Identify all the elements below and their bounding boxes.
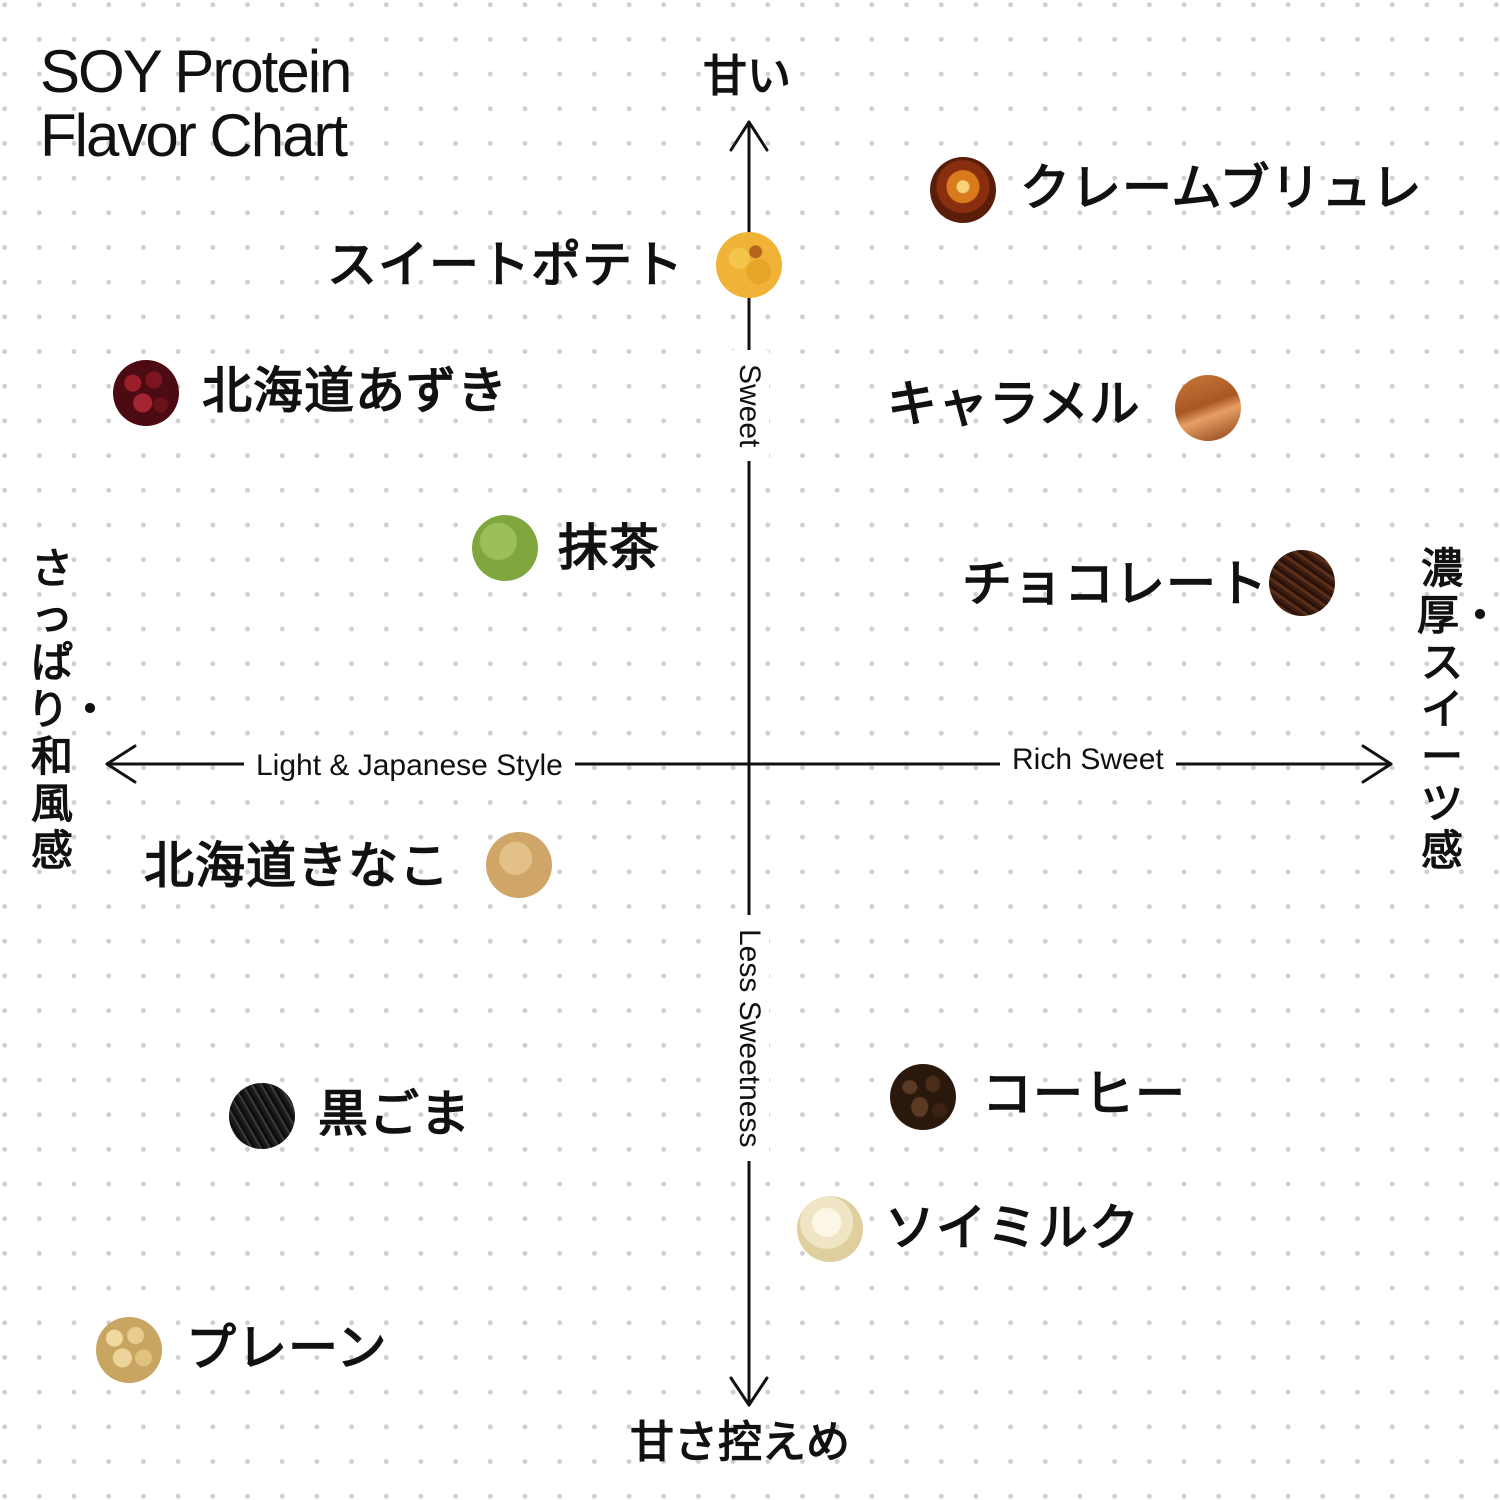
chart-title: SOY Protein Flavor Chart [40, 38, 352, 169]
axis-light-japanese-label: Light & Japanese Style [244, 746, 575, 786]
flavor-label-plain: プレーン [186, 1319, 388, 1377]
flavor-label-chocolate: チョコレート [962, 555, 1268, 613]
title-line-1: SOY Protein [40, 38, 352, 105]
flavor-label-caramel: キャラメル [887, 375, 1141, 433]
coffee-beans-image [890, 1064, 956, 1130]
soybeans-image [96, 1317, 162, 1383]
flavor-label-soy-milk: ソイミルク [885, 1199, 1140, 1257]
flavor-label-coffee: コーヒー [982, 1065, 1186, 1123]
kinako-powder-image [486, 832, 552, 898]
left-arrow-head [105, 744, 137, 784]
caramel-image [1175, 375, 1241, 441]
axis-rich-sweet-label: Rich Sweet [1000, 740, 1176, 780]
azuki-beans-image [113, 360, 179, 426]
axis-left-label: さっぱり・和風感 [27, 544, 112, 875]
creme-brulee-image [930, 157, 996, 223]
flavor-label-creme-brulee: クレームブリュレ [1020, 159, 1423, 217]
sweet-potato-image [716, 232, 782, 298]
flavor-label-matcha: 抹茶 [558, 519, 660, 577]
matcha-powder-image [472, 515, 538, 581]
title-line-2: Flavor Chart [40, 102, 348, 169]
black-sesame-image [229, 1083, 295, 1149]
chocolate-shavings-image [1269, 550, 1335, 616]
up-arrow-head [729, 120, 769, 152]
flavor-label-kinako: 北海道きなこ [144, 837, 450, 895]
axis-bottom-label: 甘さ控えめ [630, 1417, 850, 1468]
axis-top-label: 甘い [703, 51, 791, 102]
flavor-label-sweet-potato: スイートポテト [327, 236, 684, 294]
soy-milk-image [797, 1196, 863, 1262]
flavor-label-azuki: 北海道あずき [202, 362, 508, 420]
down-arrow-head [729, 1376, 769, 1407]
axis-less-sweetness-label: Less Sweetness [729, 915, 769, 1162]
axis-right-label: 濃厚・スイーツ感 [1417, 544, 1500, 875]
right-arrow-head [1361, 744, 1393, 784]
flavor-label-black-sesame: 黒ごま [318, 1085, 471, 1143]
axis-sweet-label: Sweet [729, 350, 769, 462]
